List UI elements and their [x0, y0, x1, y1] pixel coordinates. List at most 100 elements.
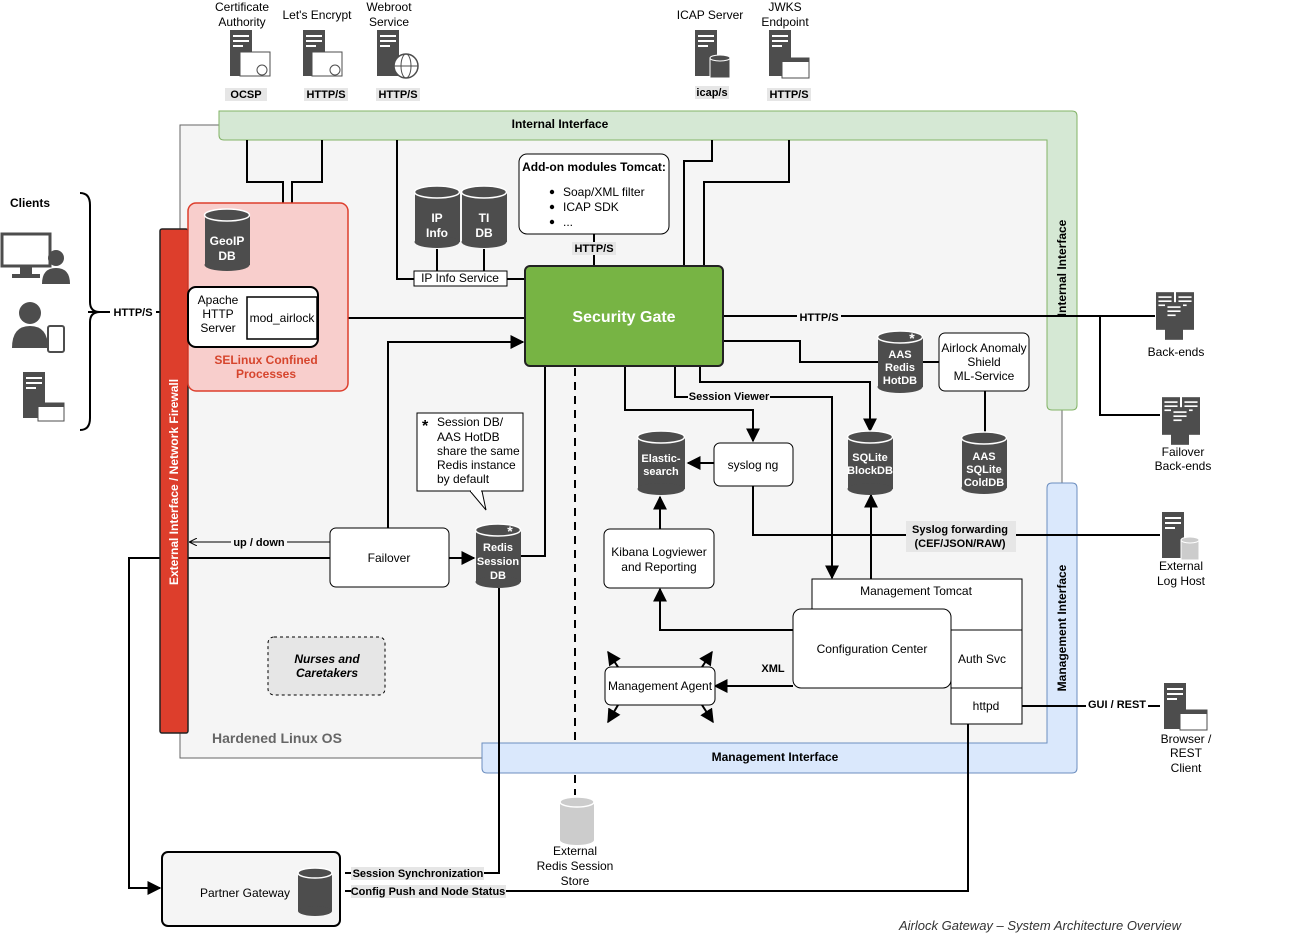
- sqlite-blockdb: SQLite BlockDB: [846, 430, 894, 495]
- svg-text:Log Host: Log Host: [1157, 574, 1206, 588]
- svg-text:TI: TI: [479, 211, 490, 225]
- nurses-label-line2: Caretakers: [296, 666, 358, 680]
- configuration-center: [792, 608, 952, 689]
- svg-text:BlockDB: BlockDB: [847, 465, 893, 477]
- svg-text:*: *: [909, 330, 915, 346]
- icap-server: ICAP Server icap/s: [677, 8, 743, 99]
- failover-box: [329, 527, 450, 588]
- gui-rest-tag: [1086, 698, 1148, 711]
- updown-tag: [231, 536, 287, 548]
- svg-text:HTTP: HTTP: [202, 307, 233, 321]
- session-sync-label: Session Synchronization: [353, 868, 484, 880]
- aas-sqlite-colddb: AAS SQLite ColdDB: [960, 431, 1008, 494]
- svg-text:REST: REST: [1170, 746, 1203, 760]
- svg-text:Server: Server: [200, 321, 235, 335]
- ip-info-service: [413, 270, 508, 287]
- svg-text:Redis instance: Redis instance: [437, 458, 516, 472]
- svg-text:ML-Service: ML-Service: [954, 369, 1015, 383]
- svg-text:Store: Store: [561, 874, 590, 888]
- updown-label: up / down: [233, 537, 285, 549]
- svg-text:External: External: [553, 844, 597, 858]
- session-sync-tag: [351, 867, 484, 880]
- kibana-label-line1: Kibana Logviewer: [611, 545, 706, 559]
- internal-interface-band: [218, 110, 1078, 411]
- ip-info-db: IP Info: [413, 185, 461, 248]
- management-interface-band: [481, 482, 1078, 774]
- svg-text:Failover: Failover: [1162, 445, 1205, 459]
- svg-text:AAS: AAS: [888, 349, 911, 361]
- failover-backends: Failover Back-ends: [1155, 397, 1212, 473]
- management-interface-bottom-label: Management Interface: [712, 750, 839, 764]
- svg-text:Client: Client: [1171, 761, 1202, 775]
- svg-text:Configuration Center: Configuration Center: [817, 642, 928, 656]
- caption: Airlock Gateway – System Architecture Ov…: [898, 918, 1183, 933]
- nurses-caretakers: [267, 636, 386, 696]
- svg-text:HTTP/S: HTTP/S: [113, 307, 152, 319]
- svg-text:DB: DB: [218, 249, 236, 263]
- svg-text:search: search: [643, 466, 679, 478]
- svg-text:ColdDB: ColdDB: [964, 477, 1004, 489]
- svg-text:ICAP SDK: ICAP SDK: [563, 200, 619, 214]
- svg-text:Apache: Apache: [198, 293, 239, 307]
- svg-text:Authority: Authority: [218, 15, 265, 29]
- svg-text:Back-ends: Back-ends: [1148, 345, 1205, 359]
- external-log-host: External Log Host: [1157, 512, 1206, 588]
- svg-text:Browser /: Browser /: [1161, 732, 1212, 746]
- jwks-endpoint: JWKS Endpoint HTTP/S: [761, 0, 811, 101]
- svg-text:Certificate: Certificate: [215, 0, 269, 14]
- session-viewer-label: Session Viewer: [689, 391, 770, 403]
- svg-text:DB: DB: [475, 226, 493, 240]
- clients-group: Clients HTTP/S: [0, 192, 156, 431]
- partner-gateway: Partner Gateway: [161, 851, 341, 927]
- svg-text:SELinux Confined: SELinux Confined: [214, 353, 317, 367]
- backends: Back-ends: [1148, 292, 1205, 359]
- security-gate: Security Gate: [524, 265, 724, 367]
- svg-text:Info: Info: [426, 226, 448, 240]
- svg-text:*: *: [422, 418, 429, 435]
- config-push-label: Config Push and Node Status: [351, 886, 506, 898]
- svg-text:SQLite: SQLite: [966, 464, 1001, 476]
- svg-text:HotDB: HotDB: [883, 375, 917, 387]
- svg-text:Soap/XML filter: Soap/XML filter: [563, 185, 645, 199]
- svg-text:*: *: [507, 523, 513, 539]
- svg-text:Let's Encrypt: Let's Encrypt: [283, 8, 353, 22]
- external-interface-label: External Interface / Network Firewall: [167, 379, 181, 585]
- syslog-forwarding-label: Syslog forwarding: [912, 524, 1008, 536]
- svg-text:SQLite: SQLite: [852, 452, 887, 464]
- aas-redis-hotdb: * AAS Redis HotDB: [876, 330, 924, 393]
- external-interface-firewall: [159, 228, 189, 734]
- svg-text:External: External: [1159, 559, 1203, 573]
- mobile-user-icon: [12, 302, 65, 353]
- internal-interface-right-label: Internal Interface: [1055, 219, 1069, 316]
- syslog-ng: [713, 442, 794, 487]
- mod-airlock: [246, 296, 318, 340]
- svg-text:AAS HotDB: AAS HotDB: [437, 430, 500, 444]
- svg-text:ICAP Server: ICAP Server: [677, 8, 743, 22]
- svg-text:Management Agent: Management Agent: [608, 679, 713, 693]
- svg-text:GeoIP: GeoIP: [210, 234, 245, 248]
- management-agent: Management Agent: [604, 650, 716, 724]
- svg-text:...: ...: [563, 215, 573, 229]
- svg-text:Shield: Shield: [967, 355, 1000, 369]
- svg-text:OCSP: OCSP: [230, 89, 261, 101]
- svg-text:httpd: httpd: [973, 699, 1000, 713]
- nurses-label-line1: Nurses and: [294, 652, 360, 666]
- xml-tag: [759, 662, 787, 675]
- svg-text:Airlock Anomaly: Airlock Anomaly: [941, 341, 1026, 355]
- hardened-os-label: Hardened Linux OS: [212, 730, 342, 746]
- svg-text:IP: IP: [431, 211, 442, 225]
- svg-text:Processes: Processes: [236, 367, 296, 381]
- svg-text:mod_airlock: mod_airlock: [250, 311, 316, 325]
- internal-interface-top-label: Internal Interface: [512, 117, 609, 131]
- svg-text:Security Gate: Security Gate: [572, 309, 675, 326]
- svg-text:by default: by default: [437, 472, 490, 486]
- management-tomcat-label: Management Tomcat: [860, 584, 973, 598]
- failover-label: Failover: [368, 551, 411, 565]
- httpd: [950, 687, 1023, 725]
- connector-lines: [88, 140, 1160, 895]
- svg-text:Back-ends: Back-ends: [1155, 459, 1212, 473]
- svg-text:DB: DB: [490, 570, 506, 582]
- geoip-db: GeoIP DB: [203, 208, 251, 271]
- lets-encrypt: Let's Encrypt HTTP/S: [283, 8, 353, 101]
